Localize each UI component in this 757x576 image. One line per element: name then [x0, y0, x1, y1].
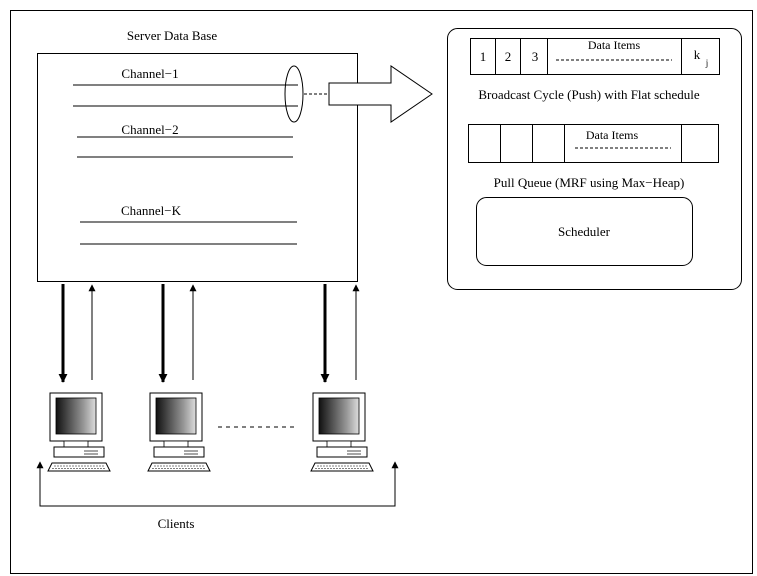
broadcast-cell-3: 3 — [532, 49, 539, 64]
scheduler-label: Scheduler — [558, 224, 611, 239]
clients-label: Clients — [158, 516, 195, 531]
channel-2-label: Channel−2 — [121, 122, 178, 137]
pull-queue-data-items-label: Data Items — [586, 128, 639, 142]
broadcast-last-cell-subscript: j — [705, 58, 709, 68]
outer-frame — [10, 10, 753, 574]
broadcast-cell-1: 1 — [480, 49, 487, 64]
broadcast-last-cell: k — [694, 47, 701, 62]
channel-selector-ellipse — [284, 65, 304, 123]
clients-bracket — [36, 461, 399, 507]
channel-k-label: Channel−K — [121, 203, 182, 218]
server-box — [37, 53, 358, 282]
scheduler-box — [476, 197, 693, 266]
channel-1-label: Channel−1 — [121, 66, 178, 81]
scheduler-panel — [447, 28, 742, 290]
broadcast-caption: Broadcast Cycle (Push) with Flat schedul… — [478, 87, 700, 102]
client-computer-icon-1 — [47, 392, 111, 472]
client-computer-icon-2 — [147, 392, 211, 472]
broadcast-transmitter-icon — [328, 65, 433, 123]
client-computer-icon-3 — [310, 392, 374, 472]
broadcast-cell-2: 2 — [505, 49, 512, 64]
broadcast-cycle-row — [470, 38, 720, 75]
pull-queue-caption: Pull Queue (MRF using Max−Heap) — [494, 175, 685, 190]
pull-queue-row — [468, 124, 719, 163]
server-title: Server Data Base — [127, 28, 217, 43]
broadcast-data-items-label: Data Items — [588, 38, 641, 52]
